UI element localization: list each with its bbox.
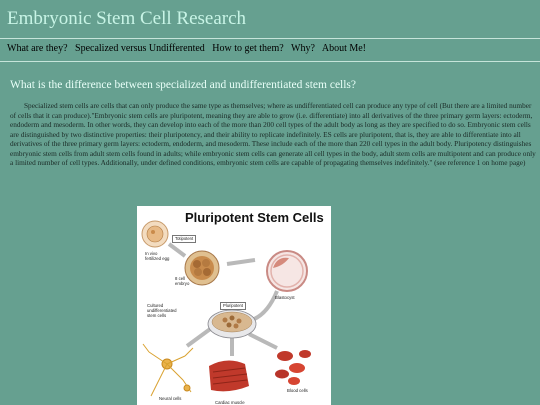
cultured-label-1: Cultured (147, 303, 164, 308)
section-heading: What is the difference between specializ… (10, 79, 357, 91)
pluripotent-stem-cells-figure: Pluripotent Stem Cells Totipotent In viv… (137, 206, 331, 405)
culture-dish-illustration (207, 309, 257, 339)
nav-link-what-are-they[interactable]: What are they? (7, 43, 68, 54)
nav-link-how-to-get-them[interactable]: How to get them? (212, 43, 284, 54)
pluripotent-label: Pluripotent (220, 302, 247, 310)
fertilized-egg-illustration (141, 220, 169, 248)
blood-cells-illustration (275, 350, 311, 385)
blood-cells-label: Blood cells (287, 388, 308, 393)
figure-title: Pluripotent Stem Cells (185, 210, 324, 225)
embryo-label-1: 8 cell (175, 276, 186, 281)
cardiac-muscle-label: Cardiac muscle (215, 400, 245, 405)
totipotent-label: Totipotent (172, 235, 197, 243)
blastocyst-illustration (266, 250, 308, 292)
eight-cell-embryo-illustration (184, 250, 220, 286)
nav-link-specialized-vs-undifferentiated[interactable]: Specalized versus Undifferented (75, 43, 205, 54)
blastocyst-label: Blastocyst (275, 295, 295, 300)
fertilized-egg-label-1: In vivo (145, 251, 158, 256)
cultured-label-3: stem cells (147, 313, 167, 318)
cardiac-muscle-illustration (209, 360, 249, 392)
top-divider (0, 38, 540, 39)
nav-divider (0, 61, 540, 62)
neural-cells-illustration (142, 343, 194, 397)
site-title: Embryonic Stem Cell Research (7, 8, 247, 29)
nav-link-about-me[interactable]: About Me! (321, 43, 367, 54)
body-paragraph: Specialized stem cells are cells that ca… (10, 101, 536, 167)
nav-link-why[interactable]: Why? (291, 43, 315, 54)
fertilized-egg-label-2: fertilized egg (145, 256, 170, 261)
neural-cells-label: Neural cells (159, 396, 182, 401)
stem-cell-diagram (141, 220, 311, 397)
main-nav: What are they? Specalized versus Undiffe… (7, 43, 371, 54)
cultured-label-2: undifferentiated (147, 308, 177, 313)
embryo-label-2: embryo (175, 281, 190, 286)
